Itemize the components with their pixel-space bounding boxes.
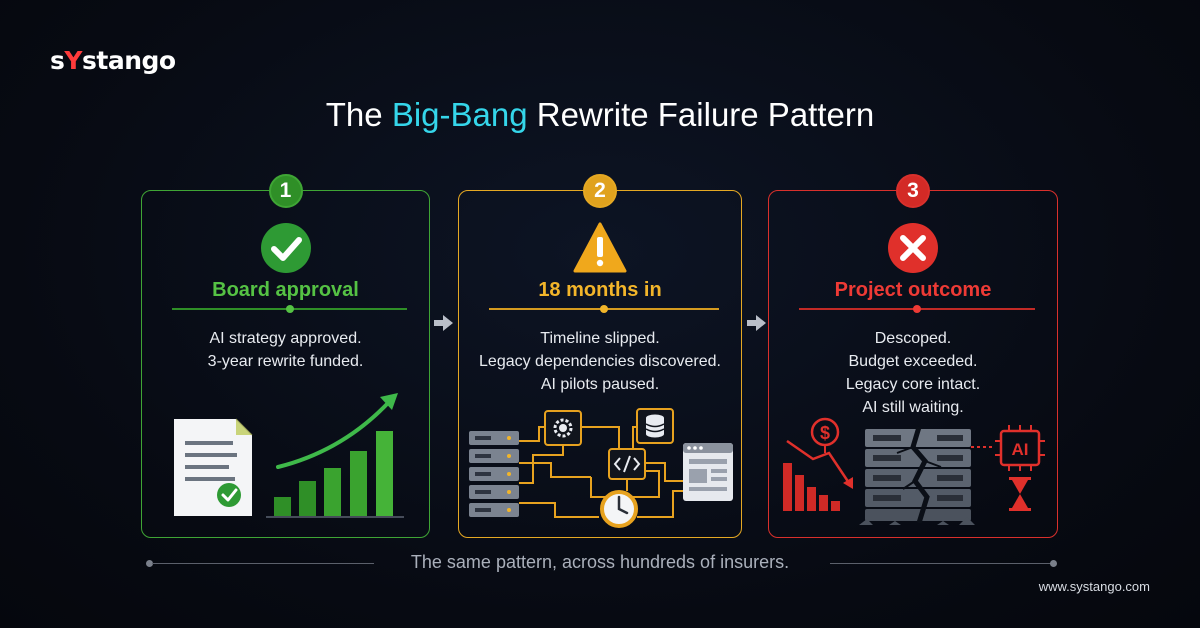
step-title: 18 months in — [538, 279, 662, 301]
dollar-icon: $ — [810, 417, 840, 453]
declining-bar-chart-icon — [783, 439, 853, 511]
step-title: Project outcome — [834, 279, 992, 301]
gear-icon — [544, 410, 582, 446]
svg-text:$: $ — [820, 423, 830, 443]
tangled-dependencies-illustration — [469, 408, 733, 528]
hourglass-icon — [1009, 477, 1031, 511]
step-description: Timeline slipped. Legacy dependencies di… — [479, 330, 721, 393]
divider — [489, 305, 719, 313]
divider — [172, 305, 407, 313]
server-rack-icon — [469, 431, 519, 517]
arrow-right-icon — [747, 315, 766, 331]
footer-dot-left — [146, 560, 153, 567]
website-url: www.systango.com — [1038, 579, 1150, 594]
step-number-badge: 1 — [268, 174, 303, 208]
step-card-project-outcome: 3 Project outcome Descoped. Budget excee… — [768, 174, 1058, 538]
tagline: The same pattern, across hundreds of ins… — [410, 552, 790, 572]
code-icon — [608, 448, 646, 480]
step-card-18-months-in: 2 18 months in Timeline slipped. Legacy … — [458, 174, 742, 538]
footer-dot-right — [1050, 560, 1057, 567]
check-circle-icon — [260, 223, 311, 273]
page-title: The Big-Bang Rewrite Failure Pattern — [325, 96, 875, 133]
cracked-server-icon — [859, 426, 975, 525]
clock-icon — [600, 490, 638, 528]
svg-text:AI: AI — [1012, 440, 1029, 459]
step-description: AI strategy approved. 3-year rewrite fun… — [207, 330, 364, 370]
step-title: Board approval — [212, 279, 359, 301]
browser-window-icon — [683, 443, 733, 501]
ai-chip-icon: AI — [971, 425, 1045, 471]
document-icon — [174, 418, 253, 516]
step-description: Descoped. Budget exceeded. Legacy core i… — [845, 330, 981, 416]
step-card-board-approval: 1 Board approval AI strategy approved. 3… — [141, 174, 430, 538]
step-number-badge: 3 — [896, 174, 930, 208]
systango-logo: sYstango — [50, 46, 176, 75]
step-number-badge: 2 — [583, 174, 617, 208]
x-circle-icon — [888, 223, 938, 273]
footer-line-left — [152, 563, 374, 564]
divider — [799, 305, 1035, 313]
database-icon — [636, 408, 674, 444]
footer-line-right — [830, 563, 1052, 564]
arrow-right-icon — [434, 315, 453, 331]
failed-outcome-illustration: $ — [783, 417, 1045, 525]
growth-bar-chart-icon — [266, 393, 404, 518]
document-growth-illustration — [174, 393, 404, 518]
warning-triangle-icon — [573, 222, 627, 273]
